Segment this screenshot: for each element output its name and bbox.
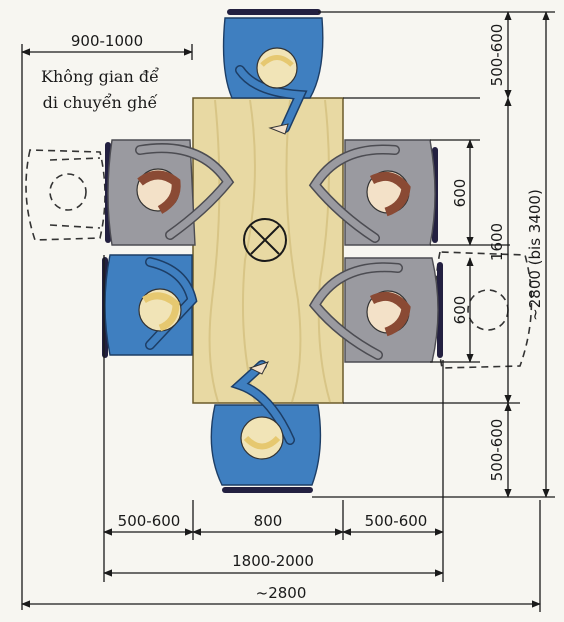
dim-right-bottom-gap: 500-600 bbox=[488, 419, 506, 482]
chair-right-upper bbox=[308, 139, 438, 246]
chair-top bbox=[222, 9, 324, 135]
dimension-lines bbox=[21, 11, 555, 612]
clearance-width-label: 900-1000 bbox=[71, 32, 143, 50]
dim-chair-spacing-2: 600 bbox=[451, 296, 469, 325]
table-center-mark bbox=[243, 218, 287, 262]
dining-table bbox=[192, 97, 344, 404]
dim-overall-width: ~2800 bbox=[256, 584, 307, 602]
dim-chair-spacing-1: 600 bbox=[451, 179, 469, 208]
dim-right-top-gap: 500-600 bbox=[488, 24, 506, 87]
dim-mid-total: 1800-2000 bbox=[232, 552, 314, 570]
dim-bottom-left-gap: 500-600 bbox=[118, 512, 181, 530]
dim-table-width: 800 bbox=[254, 512, 283, 530]
moved-chair-right bbox=[434, 251, 533, 369]
chair-left-upper bbox=[105, 139, 235, 246]
chair-bottom bbox=[210, 360, 322, 493]
clearance-note-line1: Không gian để bbox=[41, 67, 159, 86]
chair-left-lower bbox=[102, 254, 198, 358]
dim-table-length: 1600 bbox=[488, 223, 506, 261]
chair-right-lower bbox=[308, 257, 443, 363]
dim-overall-length: ~2800 (bis 3400) bbox=[526, 189, 544, 321]
clearance-note-line2: di chuyển ghế bbox=[43, 93, 158, 112]
dim-bottom-right-gap: 500-600 bbox=[365, 512, 428, 530]
moved-chair-left bbox=[25, 149, 106, 241]
